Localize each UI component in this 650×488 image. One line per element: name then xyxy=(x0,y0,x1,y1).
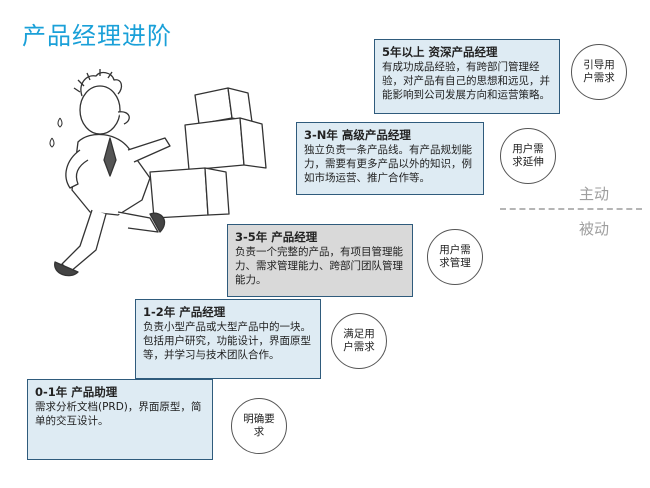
stage-heading: 3-5年 产品经理 xyxy=(235,230,318,244)
stage-box-3-n-years: 3-N年 高级产品经理 独立负责一条产品线。有产品规划能力，需要有更多产品以外的… xyxy=(296,122,484,195)
stage-heading: 1-2年 产品经理 xyxy=(143,305,226,319)
box-middle-side xyxy=(239,117,267,169)
stage-box-5-plus-years: 5年以上 资深产品经理 有成功成品经验，有跨部门管理经验，对产品有自己的思想和远… xyxy=(374,39,560,114)
circle-guide-user-needs: 引导用户需求 xyxy=(571,44,627,100)
circle-satisfy-user-needs: 满足用户需求 xyxy=(331,313,387,369)
stage-box-0-1-years: 0-1年 产品助理 需求分析文档(PRD)，界面原型，简单的交互设计。 xyxy=(27,379,213,460)
stage-description: 需求分析文档(PRD)，界面原型，简单的交互设计。 xyxy=(35,401,202,427)
box-top-side xyxy=(227,87,253,123)
stage-heading: 0-1年 产品助理 xyxy=(35,385,118,399)
stage-box-3-5-years: 3-5年 产品经理 负责一个完整的产品，有项目管理能力、需求管理能力、跨部门团队… xyxy=(227,224,413,297)
circle-user-needs-management: 用户需求管理 xyxy=(427,229,483,285)
stage-description: 独立负责一条产品线。有产品规划能力，需要有更多产品以外的知识，例如市场运营、推广… xyxy=(304,144,472,184)
stage-description: 负责小型产品或大型产品中的一块。包括用户研究，功能设计，界面原型等，并学习与技术… xyxy=(143,321,311,361)
active-passive-divider xyxy=(500,208,642,210)
zone-label-passive: 被动 xyxy=(579,220,610,238)
box-middle xyxy=(184,117,245,171)
zone-label-active: 主动 xyxy=(579,185,610,203)
circle-user-needs-extension: 用户需求延伸 xyxy=(500,128,556,184)
stage-heading: 3-N年 高级产品经理 xyxy=(304,128,411,142)
box-top xyxy=(194,87,233,125)
stage-description: 有成功成品经验，有跨部门管理经验，对产品有自己的思想和远见，并能影响到公司发展方… xyxy=(382,61,550,101)
stage-heading: 5年以上 资深产品经理 xyxy=(382,45,498,59)
page-title: 产品经理进阶 xyxy=(22,22,172,50)
stage-box-1-2-years: 1-2年 产品经理 负责小型产品或大型产品中的一块。包括用户研究，功能设计，界面… xyxy=(135,299,321,379)
sweat-drop-2 xyxy=(49,137,55,148)
box-lower xyxy=(149,167,209,219)
stage-description: 负责一个完整的产品，有项目管理能力、需求管理能力、跨部门团队管理能力。 xyxy=(235,246,403,286)
box-lower-side xyxy=(204,167,230,216)
sweat-drop-1 xyxy=(57,117,63,128)
circle-clear-requirements: 明确要求 xyxy=(231,398,287,454)
